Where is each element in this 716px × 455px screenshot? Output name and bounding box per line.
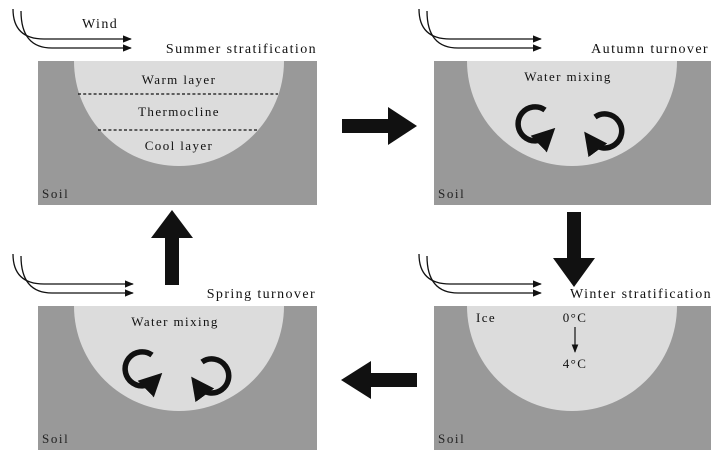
arrow-left-icon — [341, 361, 417, 399]
soil-label: Soil — [438, 431, 465, 446]
soil-label: Soil — [42, 186, 69, 201]
cool-layer-label: Cool layer — [145, 138, 214, 153]
wind-arrows-icon — [12, 8, 132, 52]
lake-basin — [467, 61, 677, 166]
wind-arrows-icon — [418, 8, 542, 52]
soil-label: Soil — [42, 431, 69, 446]
spring-panel: Water mixing Soil Spring turnover — [12, 253, 317, 450]
circular-arrows-icon — [515, 104, 625, 158]
bottom-temperature-label: 4°C — [563, 356, 588, 371]
arrow-down-icon — [553, 212, 595, 287]
lake-basin — [74, 306, 284, 411]
panel-title: Autumn turnover — [591, 42, 709, 57]
wind-arrows-icon — [418, 253, 542, 297]
warm-layer-label: Warm layer — [142, 72, 217, 87]
autumn-panel: Water mixing Soil Autumn turnover — [418, 8, 711, 205]
wind-label: Wind — [82, 17, 118, 32]
panel-title: Spring turnover — [207, 287, 316, 302]
wind-arrows-icon — [12, 253, 134, 297]
arrow-up-icon — [151, 210, 193, 285]
soil-label: Soil — [438, 186, 465, 201]
panel-title: Summer stratification — [166, 42, 317, 57]
panel-title: Winter stratification — [570, 287, 712, 302]
water-mixing-label: Water mixing — [524, 69, 612, 84]
summer-panel: Warm layer Thermocline Cool layer Soil S… — [12, 8, 317, 205]
lake-basin — [74, 61, 284, 166]
ice-label: Ice — [476, 310, 496, 325]
thermocline-label: Thermocline — [138, 104, 220, 119]
circular-arrows-icon — [122, 349, 232, 403]
surface-temperature-label: 0°C — [563, 310, 588, 325]
arrow-right-icon — [342, 107, 417, 145]
water-mixing-label: Water mixing — [131, 314, 219, 329]
flow-arrows — [151, 107, 595, 399]
lake-basin — [467, 306, 677, 411]
winter-panel: Ice 0°C 4°C Soil Winter stratification — [418, 253, 712, 450]
